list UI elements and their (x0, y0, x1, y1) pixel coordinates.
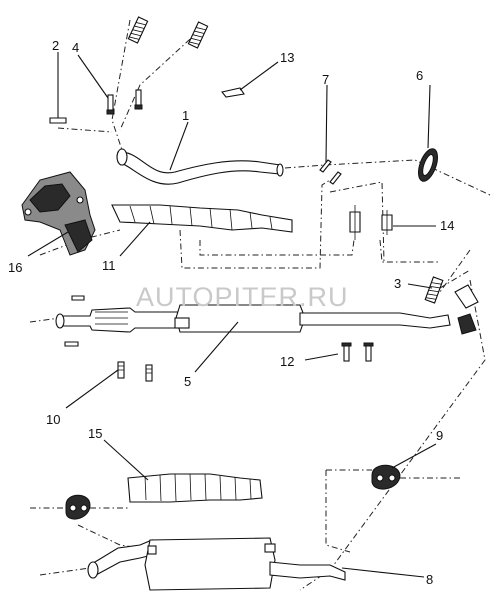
callout-5: 5 (184, 374, 191, 389)
gasket-ring-part-6 (417, 148, 439, 182)
assembly-guide-lines (29, 19, 491, 591)
rear-muffler-part-8 (87, 537, 346, 591)
callout-6: 6 (416, 68, 423, 83)
heat-shield-part-15 (127, 473, 263, 503)
bolts-part-7 (319, 159, 342, 185)
callout-14: 14 (440, 218, 454, 233)
callout-13: 13 (280, 50, 294, 65)
callout-7: 7 (322, 72, 329, 87)
callout-4: 4 (72, 40, 79, 55)
callout-15: 15 (88, 426, 102, 441)
callout-labels: 2 4 1 13 7 6 14 16 11 3 5 12 10 15 9 8 (8, 38, 454, 587)
callout-10: 10 (46, 412, 60, 427)
callout-8: 8 (426, 572, 433, 587)
clip-part-13 (221, 87, 245, 98)
callout-16: 16 (8, 260, 22, 275)
hangers-part-14 (349, 205, 393, 240)
front-pipe-part-1 (116, 148, 284, 185)
rubber-hanger-part-9 (371, 464, 401, 490)
callout-1: 1 (182, 108, 189, 123)
spring-part-3 (424, 276, 444, 304)
bolts-part-12 (341, 342, 374, 362)
exhaust-manifold-part-16 (21, 171, 96, 256)
callout-3: 3 (394, 276, 401, 291)
studs-part-10 (117, 361, 153, 382)
callout-11: 11 (102, 258, 116, 273)
flange-bracket (454, 284, 479, 335)
heat-shield-part-11 (111, 204, 293, 233)
studs-part-4 (106, 89, 143, 115)
spring-top-right (187, 21, 209, 49)
middle-pipe-bolts (64, 295, 85, 347)
callout-9: 9 (436, 428, 443, 443)
callout-12: 12 (280, 354, 294, 369)
spring-top-left (127, 16, 149, 44)
leader-lines (27, 52, 437, 578)
rubber-hanger-left (65, 494, 91, 520)
watermark-text: AUTOPITER.RU (136, 282, 349, 312)
callout-2: 2 (52, 38, 59, 53)
middle-pipe-part-5 (55, 304, 451, 333)
